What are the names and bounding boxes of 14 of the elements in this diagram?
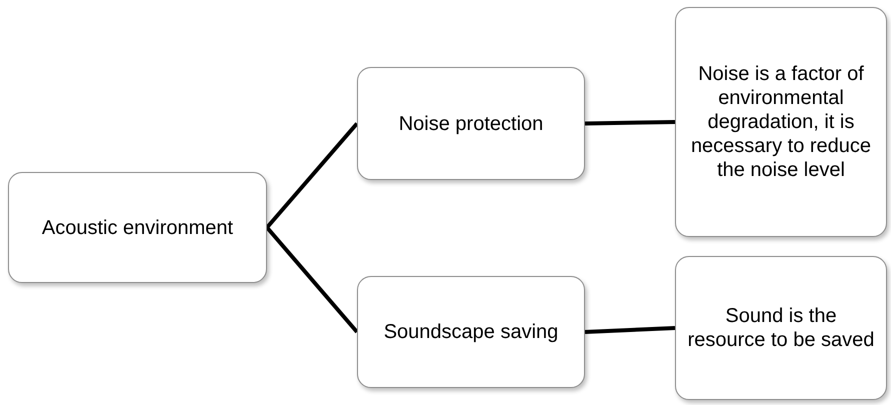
connector-line xyxy=(584,326,676,334)
box-text: Noise is a factor of environmental degradation, it is necessary to reduce the noise level xyxy=(690,62,872,182)
connector-line xyxy=(265,226,359,334)
text-box xyxy=(675,256,887,400)
box-text: Sound is the resource to be saved xyxy=(686,304,876,352)
box-text: Soundscape saving xyxy=(384,320,558,344)
text-box xyxy=(357,67,585,180)
box-text: Acoustic environment xyxy=(42,216,234,240)
box-text: Noise protection xyxy=(398,112,544,136)
text-box xyxy=(357,276,585,388)
connector-line xyxy=(584,120,676,126)
connector-line xyxy=(265,122,359,229)
text-box xyxy=(8,172,267,283)
text-box xyxy=(675,7,887,237)
